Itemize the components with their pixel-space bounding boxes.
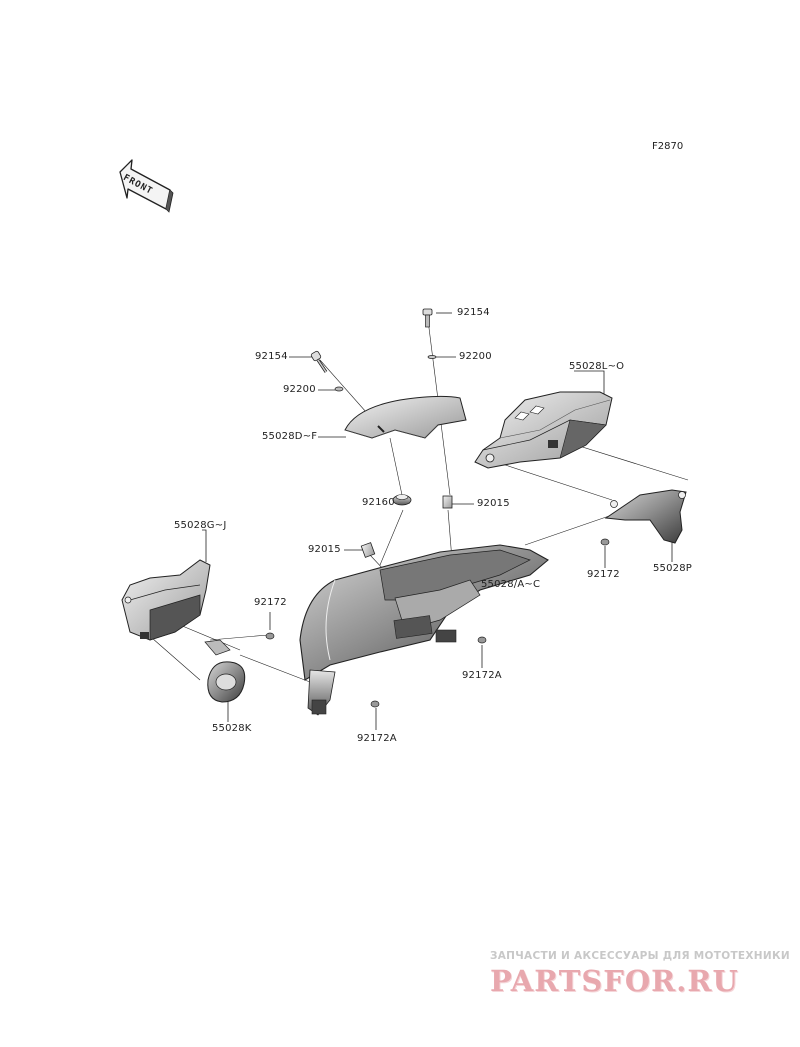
main-cowl-55028-A-C bbox=[299, 544, 549, 716]
part-label-55028L-O[interactable]: 55028L~O bbox=[569, 361, 625, 372]
part-label-92200-top[interactable]: 92200 bbox=[459, 351, 492, 362]
part-label-55028P[interactable]: 55028P bbox=[653, 563, 693, 574]
washer-92200-left-icon bbox=[334, 386, 344, 392]
side-panel-55028G-J bbox=[121, 559, 211, 641]
grommet-92160-icon bbox=[392, 494, 412, 506]
watermark-brand: PARTSFOR.RU bbox=[490, 964, 739, 998]
cover-55028K bbox=[204, 639, 246, 703]
screw-92172-left-icon bbox=[265, 632, 275, 640]
watermark-tagline: ЗАПЧАСТИ И АКСЕССУАРЫ ДЛЯ МОТОТЕХНИКИ bbox=[490, 950, 790, 962]
diagram-id: F2870 bbox=[652, 141, 684, 152]
part-label-55028A-C[interactable]: 55028/A~C bbox=[481, 579, 541, 590]
bolt-92154-top-icon bbox=[422, 308, 433, 328]
part-label-92172A-mid[interactable]: 92172A bbox=[462, 670, 502, 681]
screw-92172-right-icon bbox=[600, 538, 610, 546]
part-label-92172A-bottom[interactable]: 92172A bbox=[357, 733, 397, 744]
part-label-92154-left[interactable]: 92154 bbox=[255, 351, 288, 362]
washer-92200-top-icon bbox=[427, 355, 437, 359]
screw-92172A-bottom-icon bbox=[370, 700, 380, 708]
part-label-55028D-F[interactable]: 55028D~F bbox=[262, 431, 318, 442]
mount-55028P bbox=[604, 489, 687, 544]
part-label-55028K[interactable]: 55028K bbox=[212, 723, 252, 734]
upper-cover-55028D-F bbox=[344, 395, 467, 439]
screw-92172A-mid-icon bbox=[477, 636, 487, 644]
front-arrow-icon bbox=[119, 159, 174, 213]
part-label-55028G-J[interactable]: 55028G~J bbox=[174, 520, 227, 531]
part-label-92160[interactable]: 92160 bbox=[362, 497, 395, 508]
part-label-92200-left[interactable]: 92200 bbox=[283, 384, 316, 395]
part-label-92015-right[interactable]: 92015 bbox=[477, 498, 510, 509]
part-label-92015-left[interactable]: 92015 bbox=[308, 544, 341, 555]
nut-92015-right-icon bbox=[442, 495, 453, 509]
part-label-92172-right[interactable]: 92172 bbox=[587, 569, 620, 580]
part-label-92154-top[interactable]: 92154 bbox=[457, 307, 490, 318]
part-label-92172-left[interactable]: 92172 bbox=[254, 597, 287, 608]
bolt-92154-left-icon bbox=[310, 350, 328, 373]
nut-92015-left-icon bbox=[360, 542, 376, 558]
side-panel-55028L-O bbox=[474, 391, 613, 469]
